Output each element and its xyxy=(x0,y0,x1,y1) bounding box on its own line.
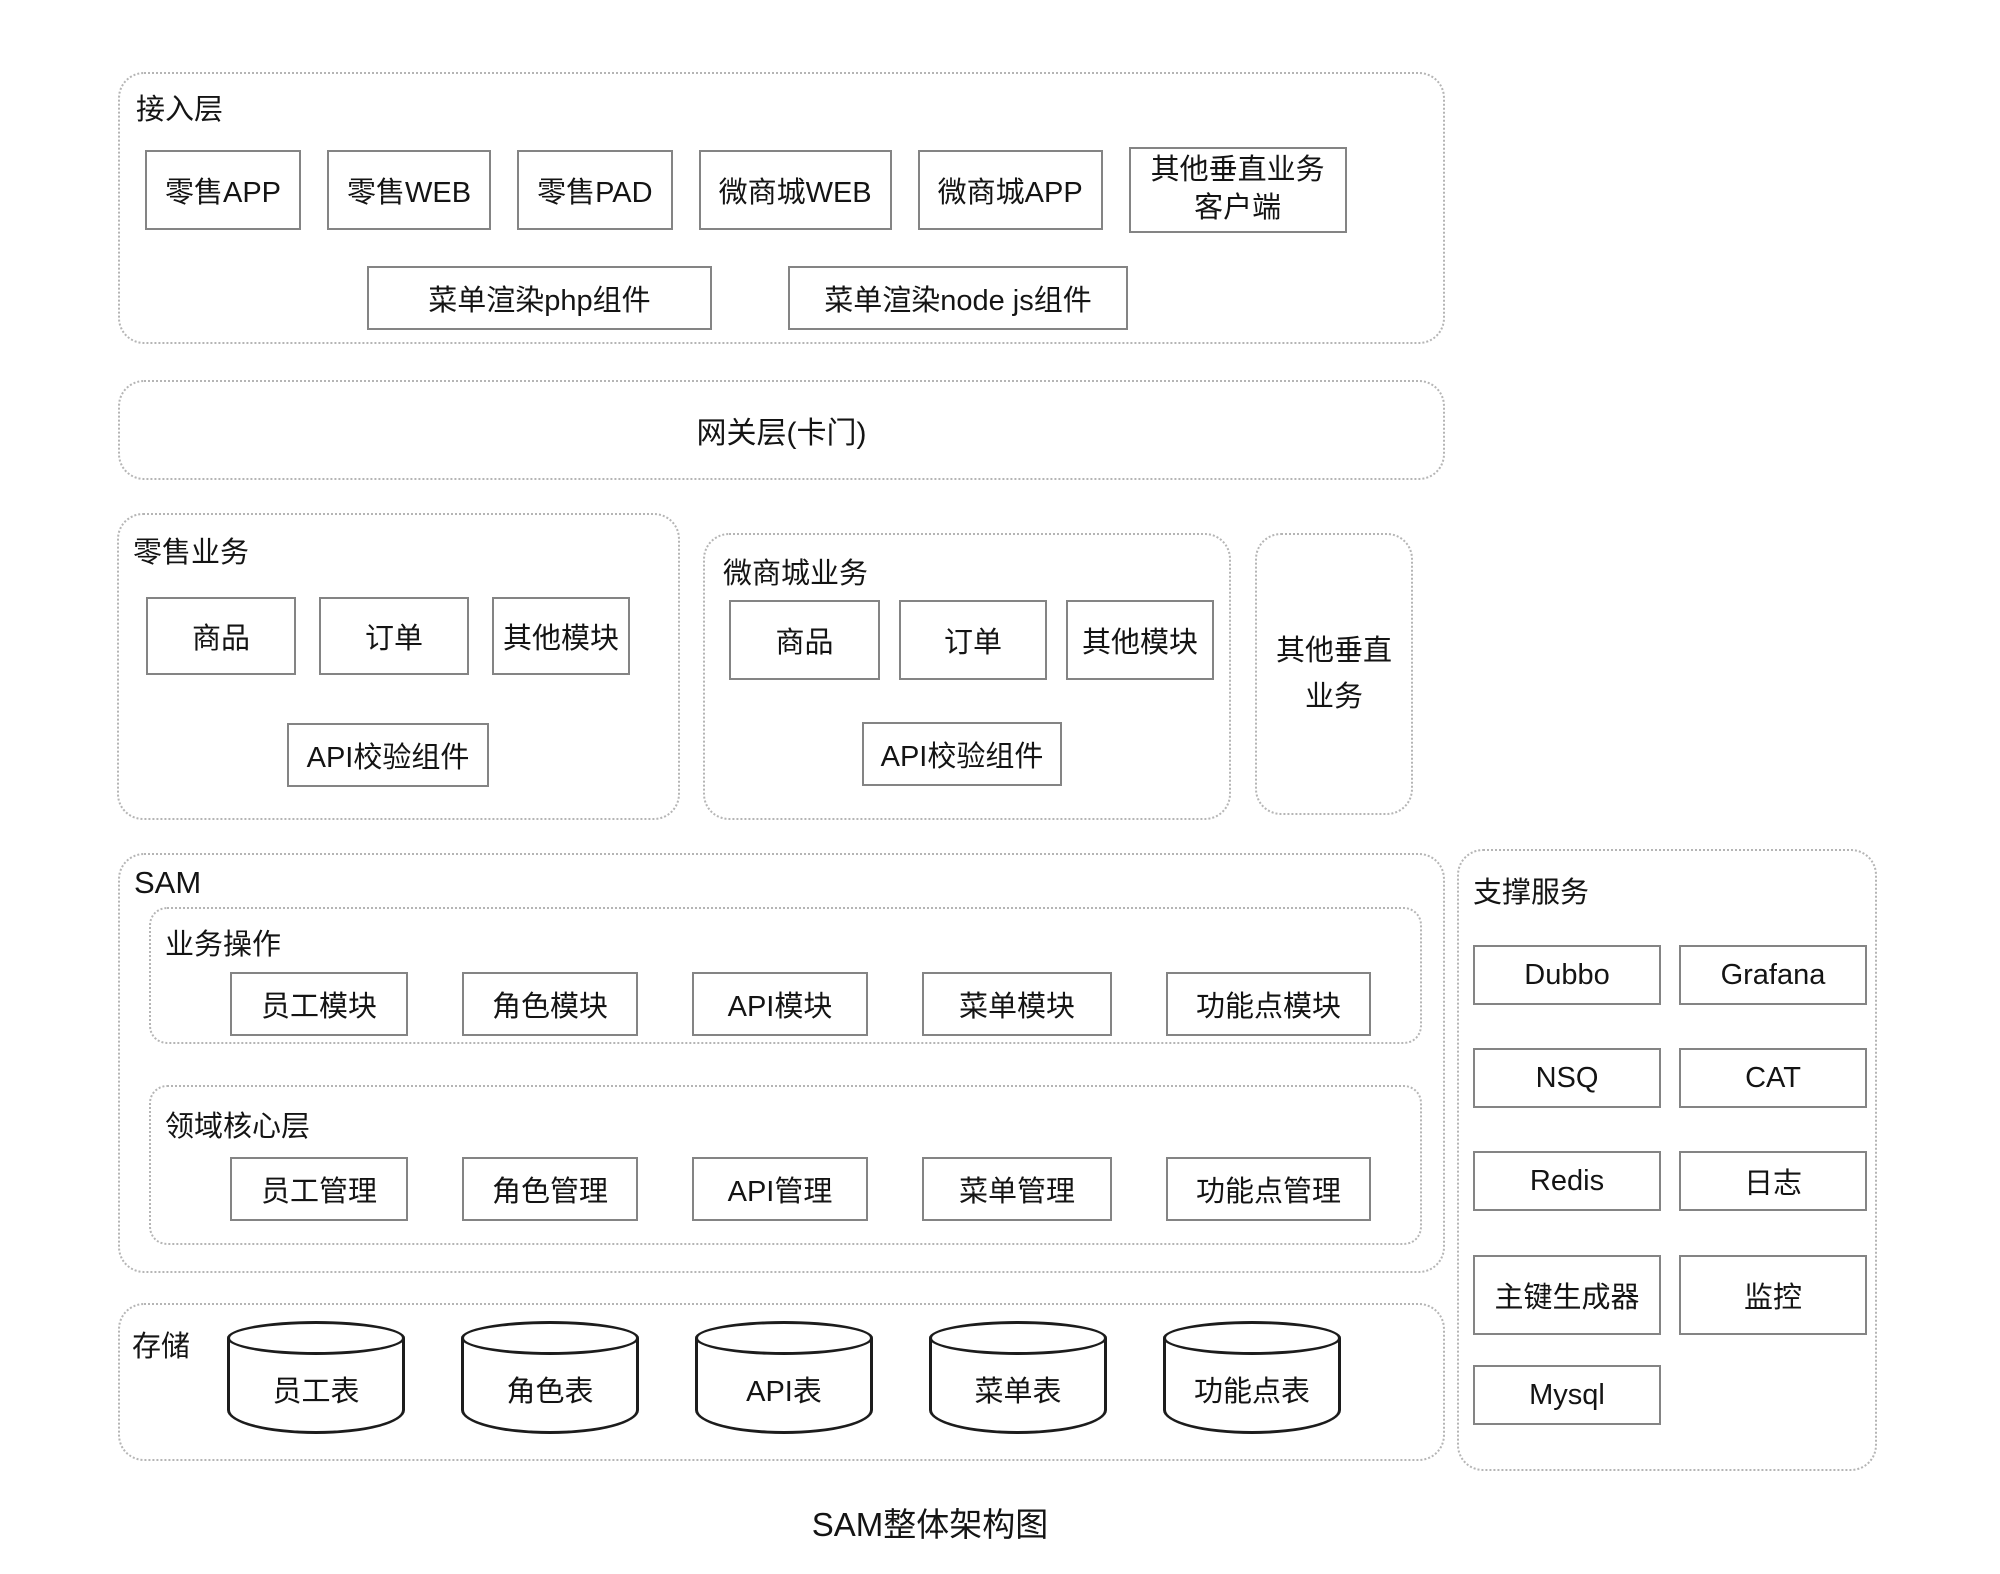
module-box: 功能点模块 xyxy=(1166,972,1371,1036)
retail-modules-row: 商品 订单 其他模块 xyxy=(146,597,630,675)
api-validation-box: API校验组件 xyxy=(287,723,489,787)
micromall-business-container: 微商城业务 商品 订单 其他模块 API校验组件 xyxy=(703,533,1231,820)
service-box: 监控 xyxy=(1679,1255,1867,1335)
business-ops-title: 业务操作 xyxy=(165,929,282,961)
module-box: 商品 xyxy=(729,600,880,680)
client-box: 微商城WEB xyxy=(698,150,892,230)
module-box: 菜单模块 xyxy=(922,972,1112,1036)
client-box: 零售WEB xyxy=(327,150,492,230)
other-vertical-label: 其他垂直业务 xyxy=(1275,634,1392,713)
module-box: 其他模块 xyxy=(1066,600,1214,680)
module-box: 角色模块 xyxy=(462,972,638,1036)
client-box: 其他垂直业务客户端 xyxy=(1128,147,1347,233)
module-box: 菜单管理 xyxy=(922,1157,1112,1221)
retail-business-container: 零售业务 商品 订单 其他模块 API校验组件 xyxy=(117,513,680,820)
module-box: 员工管理 xyxy=(230,1157,408,1221)
renderer-box: 菜单渲染node js组件 xyxy=(788,266,1128,330)
service-box: Dubbo xyxy=(1473,945,1661,1005)
table-label: 员工表 xyxy=(272,1375,360,1408)
service-box: 主键生成器 xyxy=(1473,1255,1661,1335)
module-box: 角色管理 xyxy=(462,1157,638,1221)
table-label: API表 xyxy=(746,1375,822,1408)
table-cylinder: 员工表 xyxy=(227,1321,405,1434)
table-label: 菜单表 xyxy=(974,1375,1062,1408)
table-cylinder: 角色表 xyxy=(461,1321,639,1434)
module-box: 其他模块 xyxy=(492,597,630,675)
domain-core-row: 员工管理 角色管理 API管理 菜单管理 功能点管理 xyxy=(230,1157,1371,1221)
domain-core-title: 领域核心层 xyxy=(165,1111,311,1143)
retail-business-title: 零售业务 xyxy=(133,537,250,569)
module-box: 商品 xyxy=(146,597,296,675)
table-label: 角色表 xyxy=(506,1375,594,1408)
table-cylinder: API表 xyxy=(695,1321,873,1434)
storage-title: 存储 xyxy=(132,1331,191,1363)
service-box: Grafana xyxy=(1679,945,1867,1005)
module-box: 订单 xyxy=(319,597,469,675)
service-box: Redis xyxy=(1473,1151,1661,1211)
module-box: 功能点管理 xyxy=(1166,1157,1371,1221)
module-box: 订单 xyxy=(899,600,1047,680)
sam-title: SAM xyxy=(134,865,202,900)
access-layer-title: 接入层 xyxy=(136,94,224,126)
gateway-layer-container: 网关层(卡门) xyxy=(118,380,1445,480)
gateway-layer-title: 网关层(卡门) xyxy=(696,417,867,450)
service-box: NSQ xyxy=(1473,1048,1661,1108)
storage-container: 存储 员工表 角色表 API表 菜单表 功能点表 xyxy=(118,1303,1445,1461)
storage-row: 员工表 角色表 API表 菜单表 功能点表 xyxy=(227,1321,1341,1434)
module-box: API管理 xyxy=(692,1157,868,1221)
service-box: CAT xyxy=(1679,1048,1867,1108)
module-box: API模块 xyxy=(692,972,868,1036)
diagram-caption: SAM整体架构图 xyxy=(811,1506,1049,1543)
service-box: Mysql xyxy=(1473,1365,1661,1425)
business-ops-row: 员工模块 角色模块 API模块 菜单模块 功能点模块 xyxy=(230,972,1371,1036)
client-box: 微商城APP xyxy=(917,150,1103,230)
sam-container: SAM 业务操作 员工模块 角色模块 API模块 菜单模块 功能点模块 领域核心… xyxy=(118,853,1445,1273)
clients-row: 零售APP 零售WEB 零售PAD 微商城WEB 微商城APP 其他垂直业务客户… xyxy=(145,147,1347,233)
domain-core-container: 领域核心层 员工管理 角色管理 API管理 菜单管理 功能点管理 xyxy=(149,1085,1422,1245)
table-label: 功能点表 xyxy=(1193,1375,1310,1408)
client-box: 零售PAD xyxy=(517,150,673,230)
table-cylinder: 菜单表 xyxy=(929,1321,1107,1434)
business-ops-container: 业务操作 员工模块 角色模块 API模块 菜单模块 功能点模块 xyxy=(149,907,1422,1044)
micromall-business-title: 微商城业务 xyxy=(723,558,869,590)
other-vertical-container: 其他垂直业务 xyxy=(1255,533,1413,815)
module-box: 员工模块 xyxy=(230,972,408,1036)
support-services-title: 支撑服务 xyxy=(1473,877,1590,909)
access-layer-container: 接入层 零售APP 零售WEB 零售PAD 微商城WEB 微商城APP 其他垂直… xyxy=(118,72,1445,344)
renderer-box: 菜单渲染php组件 xyxy=(367,266,712,330)
client-box: 零售APP xyxy=(145,150,302,230)
table-cylinder: 功能点表 xyxy=(1163,1321,1341,1434)
micromall-modules-row: 商品 订单 其他模块 xyxy=(729,600,1214,680)
api-validation-box: API校验组件 xyxy=(862,722,1062,786)
service-box: 日志 xyxy=(1679,1151,1867,1211)
support-services-container: 支撑服务 Dubbo Grafana NSQ CAT Redis 日志 主键生成… xyxy=(1457,849,1877,1471)
